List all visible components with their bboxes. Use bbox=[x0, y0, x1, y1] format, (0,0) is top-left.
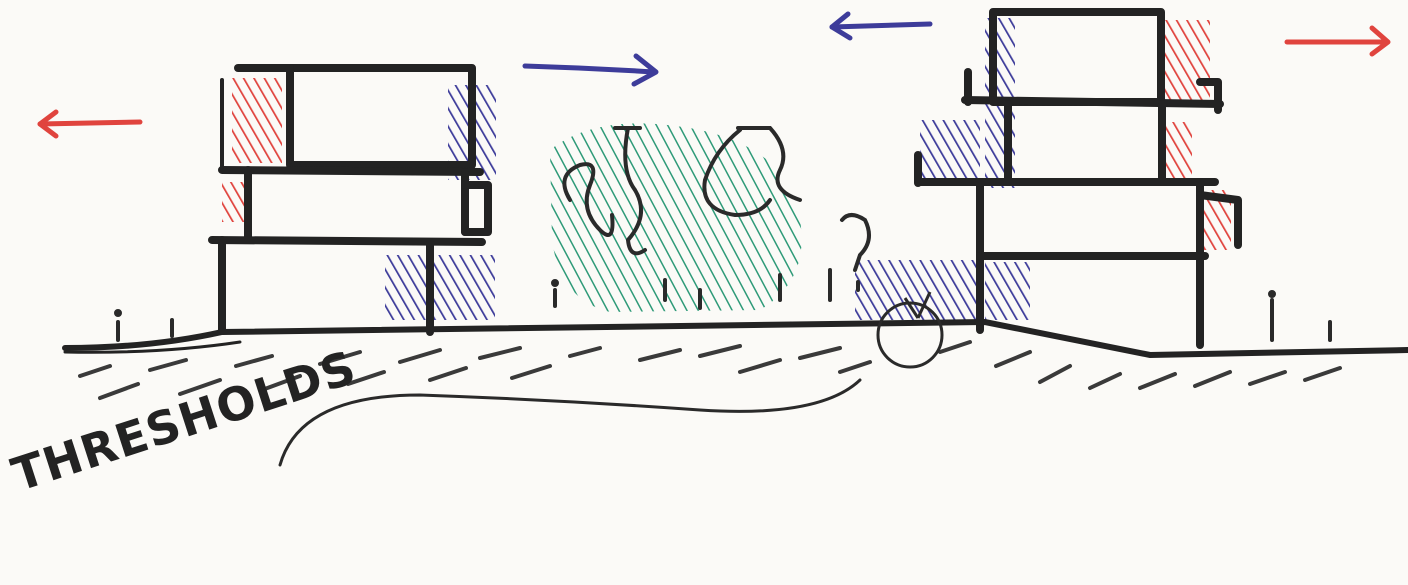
left-building-red-hatch bbox=[232, 78, 282, 163]
arrow-left-blue-icon bbox=[832, 14, 930, 38]
right-building-red-hatch bbox=[1162, 20, 1210, 102]
arrow-left-red-icon bbox=[40, 112, 140, 136]
right-building-blue-hatch bbox=[920, 120, 980, 180]
arrow-right-red-icon bbox=[1287, 28, 1388, 54]
right-building-red-hatch-mid bbox=[1162, 122, 1192, 182]
right-building-blue-hatch-base bbox=[985, 262, 1030, 320]
right-building-blue-hatch-lower bbox=[855, 260, 980, 320]
green-space-hatch bbox=[550, 123, 802, 312]
arrow-right-blue-icon bbox=[525, 56, 656, 84]
left-building-blue-hatch-lower bbox=[385, 255, 495, 320]
ground bbox=[65, 322, 1408, 355]
threshold-line bbox=[280, 380, 860, 465]
